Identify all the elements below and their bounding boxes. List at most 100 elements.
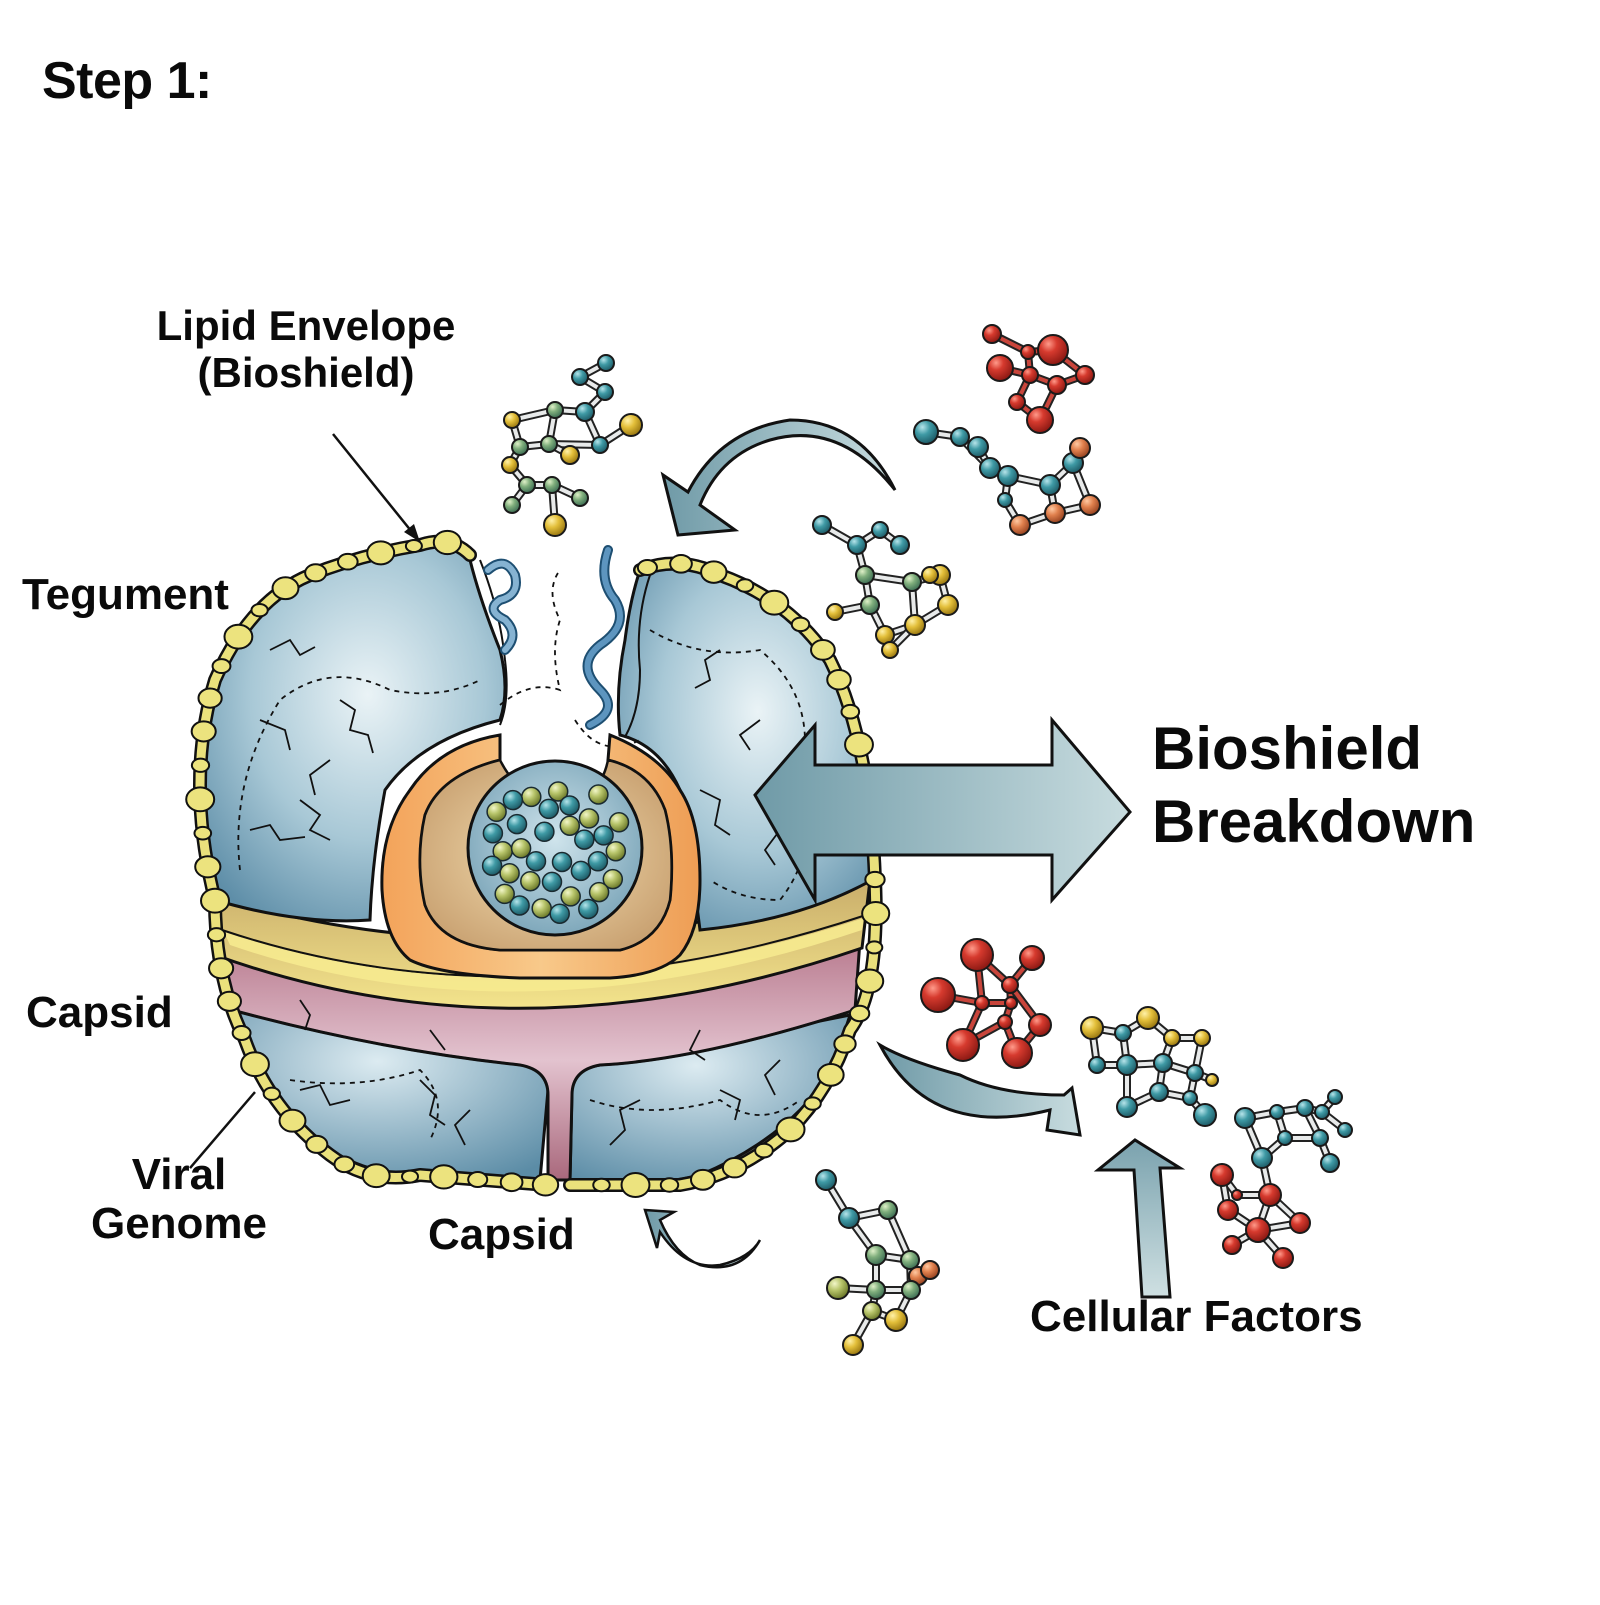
molecule-atom [596, 383, 614, 401]
molecule-atom [1020, 344, 1036, 360]
genome-particle [520, 870, 541, 892]
molecule-atom [1004, 996, 1018, 1010]
molecule-atom [1193, 1029, 1211, 1047]
molecule-atom [979, 457, 1001, 479]
genome-particle [510, 838, 532, 859]
lipid-bump [208, 957, 235, 980]
genome-particle [551, 851, 573, 873]
molecule-atom [540, 435, 558, 453]
lipid-bump [240, 1051, 270, 1078]
genome-particle [605, 840, 627, 862]
molecule-top-right-red [982, 324, 1095, 434]
double-arrow [753, 715, 1132, 906]
genome-particle [506, 813, 528, 835]
genome-particle [499, 862, 520, 884]
molecule-atom [571, 489, 589, 507]
molecule-atom [982, 324, 1002, 344]
molecule-atom [1001, 1037, 1033, 1069]
genome-particle [560, 886, 581, 907]
crack-lines [249, 638, 781, 1146]
molecule-lower-center [1080, 1006, 1219, 1127]
molecule-atom [1039, 474, 1061, 496]
genome-particle [602, 868, 624, 890]
molecule-atom [543, 513, 567, 537]
molecule-atom [1314, 1104, 1330, 1120]
molecule-atom [1205, 1073, 1219, 1087]
lipid-bump [735, 578, 755, 593]
molecule-atom [1069, 437, 1091, 459]
molecule-atom [881, 641, 899, 659]
molecule-atom [501, 456, 519, 474]
lipid-bump [429, 1164, 459, 1190]
lipid-bump [844, 731, 874, 758]
lipid-envelope-pointer [332, 433, 421, 543]
molecule-atom [946, 1028, 980, 1062]
genome-particle [509, 895, 530, 916]
molecule-atom [619, 413, 643, 437]
label-viral-genome-line2: Genome [90, 1199, 268, 1249]
lipid-bump [759, 589, 790, 616]
label-capsid-left: Capsid [26, 988, 173, 1037]
lipid-bump [700, 560, 728, 584]
lipid-bump [190, 757, 211, 773]
molecule-lower-red [920, 938, 1052, 1069]
lipid-bump [216, 990, 242, 1012]
molecule-atom [1289, 1212, 1311, 1234]
lipid-bump [366, 540, 396, 566]
molecule-atom [1217, 1199, 1239, 1221]
molecule-atom [904, 614, 926, 636]
molecule-atom [1009, 514, 1031, 536]
lipid-bump [721, 1156, 748, 1179]
molecule-atom [901, 1280, 921, 1300]
lipid-bump [190, 720, 217, 743]
molecule-atom [1037, 334, 1069, 366]
genome-particle [588, 784, 609, 805]
lipid-bump [278, 1108, 307, 1133]
genome-particle [587, 851, 609, 872]
molecule-mid-right [812, 515, 959, 659]
virus-particle [185, 529, 891, 1198]
lipid-bump [620, 1172, 651, 1198]
molecule-atom [1251, 1147, 1273, 1169]
molecule-atom [1234, 1107, 1256, 1129]
lipid-bump [833, 1034, 857, 1054]
molecule-atom [1153, 1053, 1173, 1073]
molecule-atom [1231, 1189, 1243, 1201]
molecule-atom [560, 445, 580, 465]
molecule-atom [812, 515, 832, 535]
genome-particle [559, 795, 580, 816]
label-lipid-envelope-line2: (Bioshield) [197, 349, 415, 397]
molecule-atom [1116, 1054, 1138, 1076]
molecule-atom [902, 572, 922, 592]
lipid-bump [200, 887, 230, 914]
genome-particle [559, 815, 581, 836]
molecule-atom [997, 465, 1019, 487]
molecule-atom [1320, 1153, 1340, 1173]
label-tegument: Tegument [22, 570, 229, 619]
molecule-atom [967, 436, 989, 458]
genome-particle [578, 898, 599, 920]
lipid-bump [865, 940, 884, 955]
lipid-bump [861, 900, 891, 927]
genome-particle [534, 821, 555, 843]
genome-particles [481, 781, 630, 924]
molecule-atom [997, 492, 1013, 508]
molecule-atom [1026, 406, 1054, 434]
lipid-bump [855, 968, 885, 994]
genome-particle [549, 903, 570, 924]
genome-particle [486, 801, 507, 823]
label-capsid-bottom: Capsid [428, 1210, 575, 1259]
molecule-atom [1186, 1064, 1204, 1082]
lipid-bump [754, 1142, 774, 1159]
molecule-atom [503, 496, 521, 514]
lipid-bump [803, 1096, 822, 1111]
molecule-atom [921, 566, 939, 584]
lipid-bump [669, 553, 693, 574]
molecule-atom [1028, 1013, 1052, 1037]
molecule-atom [847, 535, 867, 555]
envelope-lipid-bumps [185, 529, 891, 1198]
genome-particle [538, 798, 560, 820]
molecule-atom [1008, 393, 1026, 411]
molecule-atom [1079, 494, 1101, 516]
molecule-atom [503, 411, 521, 429]
